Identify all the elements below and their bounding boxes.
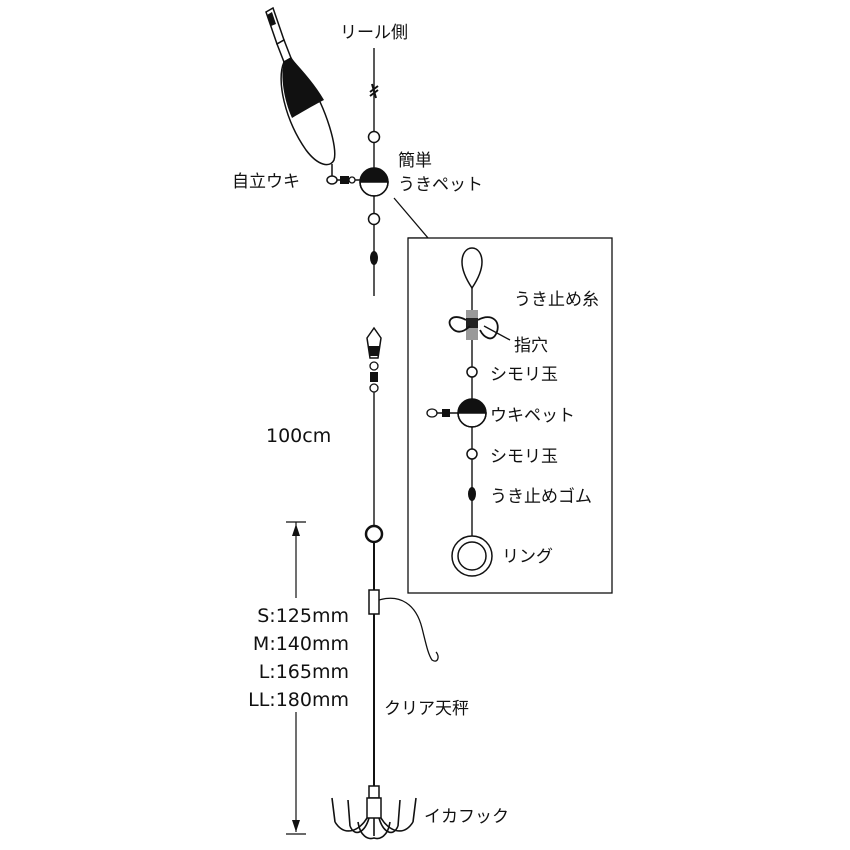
bead-label-bottom: シモリ玉 <box>490 447 558 467</box>
leader-length-label: 100cm <box>266 425 331 447</box>
float-pet-label: ウキペット <box>490 406 575 426</box>
ring-label: リング <box>502 547 553 567</box>
swivel-icon <box>337 176 360 184</box>
self-standing-float-icon <box>265 6 338 185</box>
bead-icon <box>367 212 381 226</box>
size-label-m: M:140mm <box>253 633 349 655</box>
size-label-s: S:125mm <box>257 605 349 627</box>
dimension-arrow <box>286 521 306 835</box>
float-stop-thread-label: うき止め糸 <box>514 290 599 310</box>
rubber-stopper-icon <box>468 487 476 501</box>
size-label-l: L:165mm <box>259 661 349 683</box>
branch-line-icon <box>378 597 439 662</box>
squid-hook-icon <box>331 797 417 840</box>
snap-swivel-icon <box>366 326 382 393</box>
float-pet-label-line2: うきペット <box>398 175 483 195</box>
size-label-ll: LL:180mm <box>248 689 349 711</box>
self-standing-float-label: 自立ウキ <box>232 172 300 192</box>
float-pet-icon <box>359 167 389 197</box>
reel-side-label: リール側 <box>340 23 408 43</box>
float-pet-icon <box>426 398 487 428</box>
finger-hole-label: 指穴 <box>514 336 548 356</box>
bead-icon <box>466 448 478 460</box>
clear-tenbin-label: クリア天秤 <box>384 699 469 719</box>
ring-icon <box>451 535 493 577</box>
float-pet-label-line1: 簡単 <box>398 151 432 171</box>
bead-icon <box>466 366 478 378</box>
bead-icon <box>367 130 381 144</box>
bead-label-top: シモリ玉 <box>490 365 558 385</box>
rubber-stopper-icon <box>370 251 378 265</box>
squid-hook-label: イカフック <box>424 807 509 827</box>
inset-pointer <box>393 197 430 239</box>
finger-hole-pointer <box>483 325 511 341</box>
inset-teardrop-icon <box>461 247 483 290</box>
float-stop-thread-icon <box>448 310 499 340</box>
float-stop-knot-icon <box>369 83 379 99</box>
clear-tenbin-icon <box>364 524 384 799</box>
float-stop-rubber-label: うき止めゴム <box>490 486 592 507</box>
